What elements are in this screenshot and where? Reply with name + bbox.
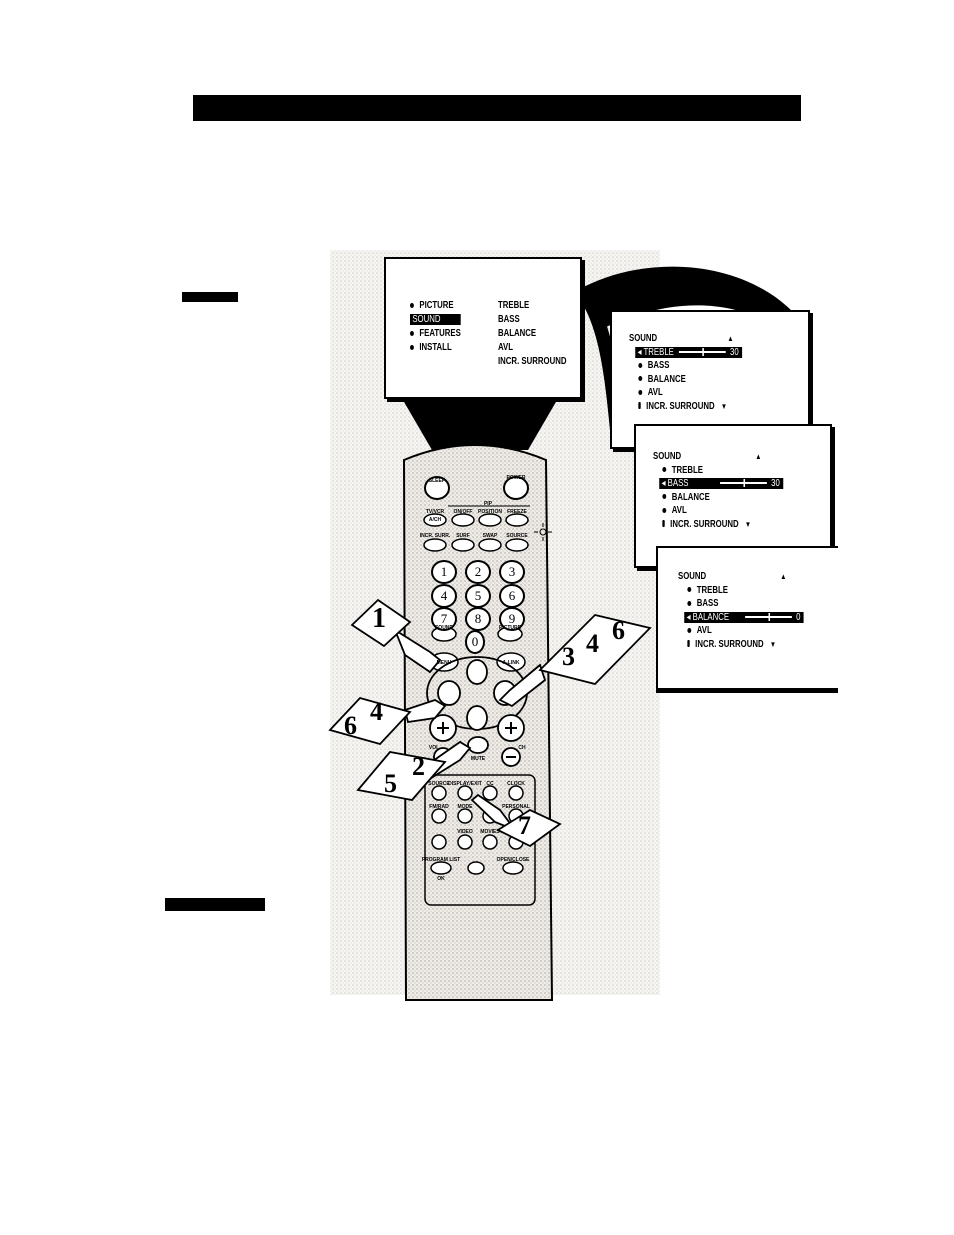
submenu-balance: BALANCE [498,328,537,339]
cc-label: CC [486,781,494,787]
row-avl-2[interactable]: AVL [662,504,783,518]
sound-menu-title-3: SOUND [678,571,707,582]
freeze-key-label: FREEZE [507,509,527,515]
swap-key-label: SWAP [482,533,498,539]
submenu-incr-surround: INCR. SURROUND [498,356,567,367]
vol-label: VOL [428,745,440,751]
balance-slider[interactable] [744,612,792,621]
picture-key-label: PICTURE [499,625,521,631]
ach-key-label: A/CH [428,517,442,523]
row-incr-surround-3[interactable]: INCR. SURROUND▼ [687,638,803,652]
onoff-key-label: ON/OFF [453,509,473,515]
row-treble-3[interactable]: TREBLE [687,584,803,598]
submenu-treble: TREBLE [498,300,530,311]
key-2[interactable]: 2 [465,560,491,584]
menu-key-label[interactable]: MENU [436,660,452,666]
bass-slider[interactable] [719,479,767,488]
key-1[interactable]: 1 [431,560,457,584]
key-4[interactable]: 4 [431,584,457,608]
row-treble-2[interactable]: TREBLE [662,464,783,478]
balance-value: 0 [796,611,801,623]
mute-label: MUTE [470,756,486,762]
scroll-up-icon: ▲ [727,334,734,343]
step-6b: 6 [344,711,357,740]
scroll-down-icon-2: ▼ [744,519,752,529]
scroll-down-icon-3: ▼ [769,639,777,649]
scroll-up-icon-3: ▲ [780,572,787,581]
key-7[interactable]: 7 [431,607,457,631]
power-key-label: POWER [506,475,526,481]
key-5[interactable]: 5 [465,584,491,608]
personal-label: PERSONAL [502,804,530,810]
pip-label: PIP [483,501,493,507]
scroll-down-icon: ▼ [720,401,728,411]
menu-item-picture[interactable]: PICTURE [410,299,461,313]
section-label-bar-top [182,292,238,302]
row-bass-3[interactable]: BASS [687,597,803,611]
sound-menu-title: SOUND [629,333,658,344]
key-0[interactable]: 0 [465,630,485,654]
source-key-label: SOURCE [506,533,528,539]
header-bar [193,95,801,121]
step-4b: 4 [370,697,383,726]
section-label-bar-bottom [165,898,265,911]
incr-surr-key-label: INCR. SURR. [419,533,451,539]
sound-key-label: SOUND [434,625,454,631]
bass-value: 30 [771,478,780,489]
menu-item-sound[interactable]: SOUND [410,313,461,327]
alink-key-label[interactable]: A-LINK [502,660,520,666]
key-9[interactable]: 9 [499,607,525,631]
ok-label: OK [437,876,445,882]
ch-label: CH [518,745,526,751]
step-4a: 4 [586,629,599,658]
fmrad-label: FM/RAD [429,804,449,810]
row-incr-surround[interactable]: INCR. SURROUND▼ [638,400,741,414]
row-avl[interactable]: AVL [638,386,741,400]
movies-label: MOVIES [480,829,500,835]
key-8[interactable]: 8 [465,607,491,631]
row-avl-3[interactable]: AVL [687,624,803,638]
video-label: VIDEO [457,829,473,835]
source-lower-label: SOURCE [428,781,450,787]
program-list-label: PROGRAM LIST [421,857,461,863]
row-incr-surround-2[interactable]: INCR. SURROUND▼ [662,518,783,532]
open-close-label: OPEN/CLOSE [496,857,530,863]
step-3: 3 [562,642,575,671]
surf-key-label: SURF [456,533,470,539]
row-balance[interactable]: BALANCE [638,373,741,387]
step-5: 5 [384,769,397,798]
scroll-up-icon-2: ▲ [755,452,762,461]
menu-item-install[interactable]: INSTALL [410,341,461,355]
step-1: 1 [372,603,386,634]
clock-label: CLOCK [507,781,525,787]
step-7: 7 [518,811,531,840]
submenu-avl: AVL [498,342,514,353]
display-exit-label: DISPLAY/EXIT [448,781,482,787]
row-bass[interactable]: BASS [638,359,741,373]
key-3[interactable]: 3 [499,560,525,584]
key-6[interactable]: 6 [499,584,525,608]
submenu-bass: BASS [498,314,520,325]
row-balance-2[interactable]: BALANCE [662,491,783,505]
step-2: 2 [412,752,425,781]
menu-item-features[interactable]: FEATURES [410,327,461,341]
treble-value: 30 [730,346,739,358]
step-6a: 6 [612,616,625,645]
treble-slider[interactable] [678,347,726,356]
position-key-label: POSITION [478,509,502,515]
tvvcr-key-label: TV/VCR [425,509,445,515]
mode-label: MODE [457,804,473,810]
sleep-key-label: SLEEP [428,478,446,484]
sound-menu-title-2: SOUND [653,451,682,462]
main-menu-screen: PICTURE SOUND FEATURES INSTALL TREBLE BA… [384,257,582,399]
